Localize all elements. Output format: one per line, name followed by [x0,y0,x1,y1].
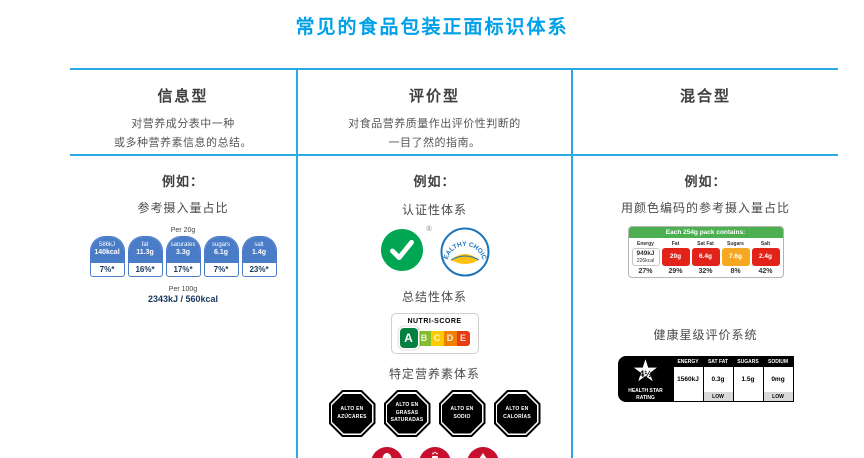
traffic-light-cells: Energy 949kJ 226kcal 27% Fat 20g [629,238,783,277]
column-hybrid-examples: 例如： 用颜色编码的参考摄入量占比 Each 254g pack contain… [573,156,838,402]
nutri-score-grade-d: D [443,330,457,346]
gda-percent: 23%* [249,265,269,274]
gda-per-100g: Per 100g 2343kJ / 560kcal [147,286,219,304]
traffic-cell-salt: Salt 2.4g 42% [751,241,780,275]
example-label: 例如： [413,174,456,189]
page-title: 常见的食品包装正面标识体系 [295,17,569,38]
nutri-score-title: NUTRI-SCORE [407,318,462,325]
gda-example-title: 参考摄入量占比 [137,201,229,215]
high-in-saturated-fat-octagon: ALTO EN GRASAS SATURADAS [383,390,431,437]
gda-badge-row: 586kJ 140kcal 7%* fat 11.3g 16%* [89,236,277,277]
healthy-choice-logo-icon: HEALTHY CHOICE [440,227,489,277]
column-evaluative: 评价型 对食品营养质量作出评价性判断的 一目了然的指南。 例如： 认证性体系 ® [296,70,571,458]
gda-percent: 7%* [99,265,115,274]
traffic-light-label: Each 254g pack contains: Energy 949kJ 22… [627,226,784,278]
hsr-energy-box: ENERGY 1560kJ [673,356,704,402]
column-evaluative-head: 评价型 对食品营养质量作出评价性判断的 一目了然的指南。 [298,70,571,156]
column-informative-head: 信息型 对营养成分表中一种 或多种营养素信息的总结。 [70,70,296,156]
hsr-sodium-box: SODIUM 0mg LOW [763,356,794,402]
traffic-cell-satfat: Sat Fat 6.4g 32% [691,241,720,275]
nutri-score-grade-b: B [417,330,431,346]
gda-badge-sugars: sugars 6.1g 7%* [203,236,239,277]
gda-badge-fat: fat 11.3g 16%* [127,236,163,277]
high-in-sodium-octagon: ALTO EN SODIO [438,390,486,437]
hsr-caption: HEALTH STAR RATING [628,388,663,401]
column-informative-title: 信息型 [157,88,209,105]
comparison-table: 信息型 对营养成分表中一种 或多种营养素信息的总结。 例如： 参考摄入量占比 P… [70,68,838,458]
column-hybrid-title: 混合型 [679,88,731,105]
gda-percent: 16%* [135,265,155,274]
example-label: 例如： [684,174,727,189]
gda-badge-energy: 586kJ 140kcal 7%* [89,236,125,277]
choices-checkmark-icon [380,228,423,271]
hsr-satfat-box: SAT FAT 0.3g LOW [703,356,734,402]
nutri-score-grade-c: C [430,330,444,346]
hsr-sugars-box: SUGARS 1.5g [733,356,764,402]
star-rating-panel: ★ 4½ HEALTH STAR RATING [617,355,674,402]
column-informative-examples: 例如： 参考摄入量占比 Per 20g 586kJ 140kcal 7%* [70,156,296,304]
nutri-score-grade-a: A [399,328,418,348]
health-star-rating-title: 健康星级评价系统 [653,328,758,342]
gda-badge-saturates: saturates 3.3g 17%* [165,236,201,277]
gda-reference-intake-label: Per 20g 586kJ 140kcal 7%* fat [89,227,277,304]
choices-logo: ® [380,226,432,277]
nutri-score-scale: A B C D E [399,328,470,348]
israeli-red-warning-labels [370,446,500,458]
column-evaluative-description: 对食品营养质量作出评价性判断的 一目了然的指南。 [348,118,521,149]
certification-logos: ® HEALTHY CHOICE [380,226,490,277]
health-star-rating-label: ★ 4½ HEALTH STAR RATING ENERGY 1560kJ SA… [617,355,794,402]
column-evaluative-title: 评价型 [408,88,460,105]
traffic-light-example-title: 用颜色编码的参考摄入量占比 [620,201,790,215]
gda-percent: 7%* [213,265,229,274]
summary-systems-title: 总结性体系 [401,290,467,304]
gda-portion-size: Per 20g [170,227,196,234]
star-icon: ★ [632,355,659,388]
column-hybrid-head: 混合型 [573,70,838,156]
specific-nutrient-systems-title: 特定营养素体系 [388,367,480,381]
star-rating-value: 4½ [639,369,652,379]
traffic-cell-sugars: Sugars 7.6g 8% [721,241,750,275]
example-label: 例如： [161,174,204,189]
column-hybrid: 混合型 例如： 用颜色编码的参考摄入量占比 Each 254g pack con… [571,70,838,458]
registered-trademark: ® [426,225,432,233]
high-sodium-warning-icon [419,447,450,458]
gda-badge-salt: salt 1.4g 23%* [241,236,277,277]
high-in-calories-octagon: ALTO EN CALORÍAS [493,390,541,437]
column-evaluative-examples: 例如： 认证性体系 ® HEALTHY CHOICE [298,156,571,458]
high-saturated-fat-warning-icon [467,447,498,458]
column-informative: 信息型 对营养成分表中一种 或多种营养素信息的总结。 例如： 参考摄入量占比 P… [70,70,296,458]
traffic-cell-energy: Energy 949kJ 226kcal 27% [631,241,660,275]
gda-percent: 17%* [173,265,193,274]
traffic-cell-fat: Fat 20g 29% [661,241,690,275]
nutri-score-grade-e: E [456,330,470,346]
certification-systems-title: 认证性体系 [401,203,467,217]
high-sugar-warning-icon [371,447,402,458]
traffic-light-header: Each 254g pack contains: [628,227,783,238]
chilean-warning-octagons: ALTO EN AZÚCARES ALTO EN GRASAS SATURADA… [328,390,541,437]
high-in-sugars-octagon: ALTO EN AZÚCARES [328,390,376,437]
nutri-score-label: NUTRI-SCORE A B C D E [390,313,479,354]
column-informative-description: 对营养成分表中一种 或多种营养素信息的总结。 [114,118,252,149]
